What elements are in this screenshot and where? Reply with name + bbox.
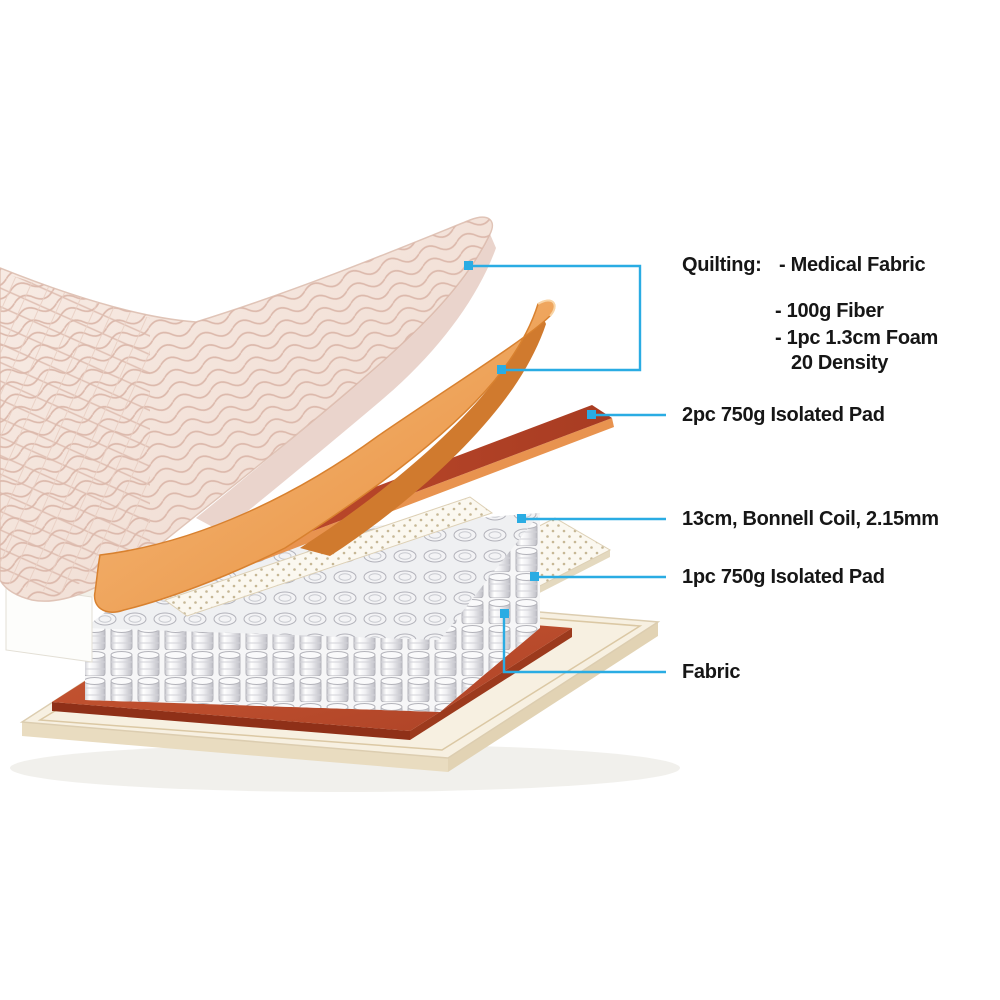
quilting-item-foam: - 1pc 1.3cm Foam: [775, 327, 939, 349]
callout-quilting-line: [464, 261, 642, 374]
callout-1pc-pad-line: [530, 572, 666, 581]
fabric-label: Fabric: [682, 661, 741, 683]
quilting-item-medical-fabric: - Medical Fabric: [779, 254, 926, 276]
callout-fabric-line: [500, 609, 666, 674]
quilted-fabric-sheet: [0, 216, 496, 602]
quilting-item-fiber: - 100g Fiber: [775, 300, 884, 322]
quilting-item-foam-density: 20 Density: [791, 352, 889, 374]
isolated-pad-2pc-label: 2pc 750g Isolated Pad: [682, 404, 885, 426]
bonnell-coil-label: 13cm, Bonnell Coil, 2.15mm: [682, 508, 939, 530]
isolated-pad-1pc-label: 1pc 750g Isolated Pad: [682, 566, 885, 588]
callout-2pc-pad-line: [587, 410, 666, 419]
callout-bonnell-line: [517, 514, 666, 523]
ground-shadow: [10, 744, 680, 792]
top-isolated-pad-strip: [163, 496, 494, 617]
callout-lines: [464, 261, 666, 674]
quilting-label: Quilting:: [682, 254, 762, 276]
